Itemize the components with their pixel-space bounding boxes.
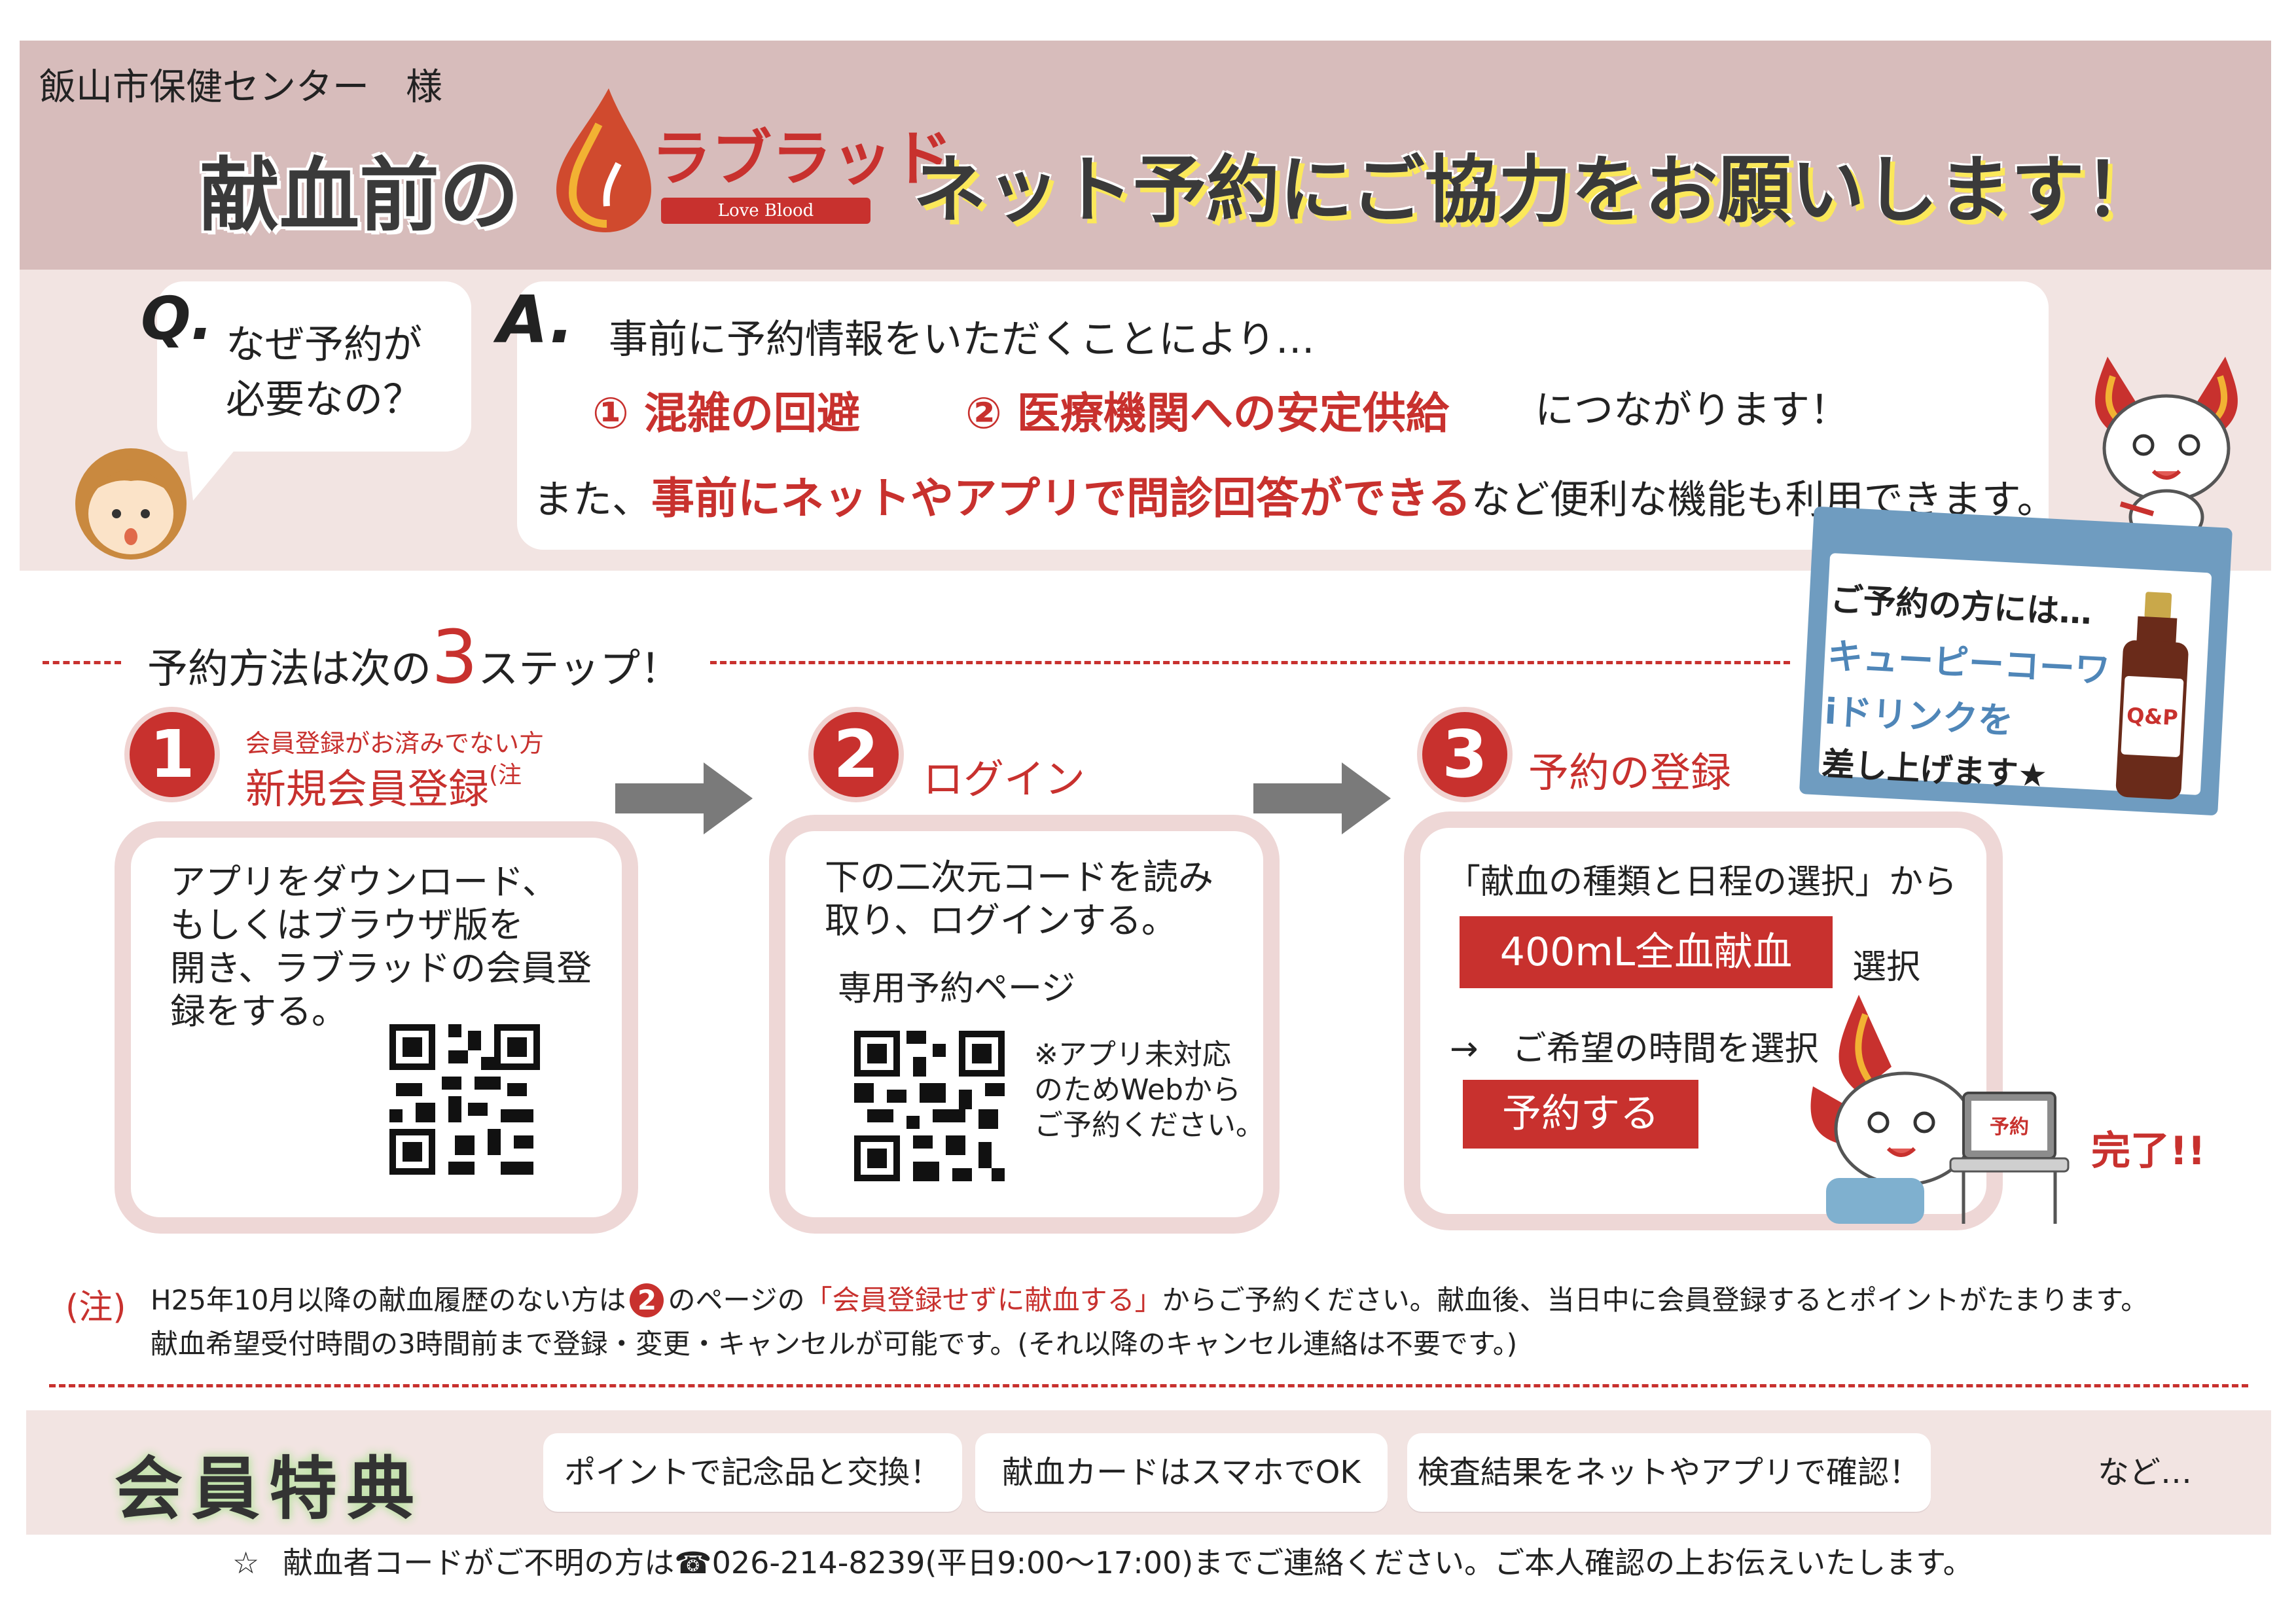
benefit-item: 検査結果をネットやアプリで確認！ [1407, 1433, 1931, 1512]
step1-title: 新規会員登録(注 [245, 756, 522, 815]
step2-note-line: ※アプリ未対応 [1034, 1038, 1231, 1071]
step1-body-line: 開き、ラブラッドの会員登 [170, 948, 592, 989]
benefit-item: ポイントで記念品と交換！ [543, 1433, 962, 1512]
question-bubble [157, 281, 471, 452]
step2-note-line: のためWebから [1034, 1073, 1241, 1107]
note-line1-c: からご予約ください。献血後、当日中に会員登録するとポイントがたまります。 [1162, 1284, 2149, 1316]
step3-title: 予約の登録 [1528, 749, 1732, 796]
girl-avatar-icon [75, 448, 187, 560]
blood-drop-icon [556, 88, 651, 232]
step1-body-line: アプリをダウンロード、 [170, 861, 558, 902]
drink-bottle-icon: Q&P [2112, 590, 2195, 803]
step2-body: 下の二次元コードを読み 取り、ログインする。 [825, 856, 1213, 942]
note-dash [49, 1384, 2248, 1387]
answer-line3-prefix: また、 [533, 477, 651, 523]
step1-number: 1 [124, 707, 220, 802]
blood-type-select[interactable]: 400mL全血献血 [1460, 916, 1833, 988]
step-arrow-icon [615, 762, 753, 834]
footer-line: ☆ 献血者コードがご不明の方は☎026-214-8239(平日9:00～17:00… [232, 1539, 1973, 1582]
steps-heading-suffix: ステップ！ [478, 645, 681, 692]
header-band [20, 41, 2271, 270]
note-step-number: 2 [630, 1283, 664, 1317]
step3-number: 3 [1417, 707, 1513, 802]
answer-point1: ① 混雑の回避 [592, 388, 860, 438]
steps-dash-right [710, 661, 1790, 664]
q-mark: Q. [141, 285, 213, 353]
answer-intro: 事前に予約情報をいただくことにより… [609, 317, 1315, 363]
steps-heading-prefix: 予約方法は次の [147, 645, 432, 692]
lovblood-logo: ラブラッド Love Blood [547, 85, 952, 236]
done-text: 完了!! [2091, 1128, 2206, 1174]
step2-qr-code-icon[interactable] [841, 1018, 1018, 1194]
step1-body-line: もしくはブラウザ版を [170, 904, 524, 946]
step1-body: アプリをダウンロード、 もしくはブラウザ版を 開き、ラブラッドの会員登 録をする… [170, 861, 592, 1033]
note-line2: 献血希望受付時間の3時間前まで登録・変更・キャンセルが可能です。(それ以降のキャ… [151, 1328, 1518, 1360]
step1-caption: 会員登録がお済みでない方 [245, 729, 545, 758]
a-mark: A. [497, 281, 575, 358]
laptop-label: 予約 [1990, 1116, 2029, 1139]
step2-body-line: 下の二次元コードを読み [825, 857, 1213, 898]
step2-note-line: ご予約ください。 [1034, 1109, 1265, 1142]
step2-note: ※アプリ未対応 のためWebから ご予約ください。 [1034, 1037, 1265, 1143]
step1-title-note: (注 [489, 762, 522, 789]
footer-star-icon: ☆ [232, 1545, 260, 1580]
footer-prefix: 献血者コードがご不明の方は [283, 1545, 675, 1580]
step-arrow-icon [1253, 762, 1391, 834]
step1-body-line: 録をする。 [170, 991, 347, 1032]
answer-point-suffix: につながります！ [1535, 387, 1849, 433]
question-bubble-tail [187, 445, 239, 501]
note-line1-b: のページの [668, 1284, 805, 1316]
select-suffix: 選択 [1852, 948, 1921, 987]
mascot-icon [2095, 357, 2238, 545]
steps-dash-left [43, 661, 121, 664]
steps-heading-number: 3 [431, 615, 478, 700]
question-text: なぜ予約が 必要なの？ [226, 317, 422, 427]
benefits-etc: など… [2098, 1454, 2193, 1491]
question-line1: なぜ予約が [226, 322, 422, 368]
logo-main: ラブラッド [651, 124, 953, 194]
reserve-button[interactable]: 予約する [1463, 1080, 1698, 1149]
step2-title: ログイン [923, 755, 1086, 803]
step2-body-line: 取り、ログインする。 [825, 900, 1177, 941]
step2-number: 2 [808, 707, 904, 802]
answer-line3: また、事前にネットやアプリで問診回答ができるなど便利な機能も利用できます。 [533, 463, 2056, 526]
time-select-line: → ご希望の時間を選択 [1450, 1029, 1819, 1069]
benefit-item: 献血カードはスマホでOK [975, 1433, 1388, 1512]
step2-sub-label: 専用予約ページ [838, 969, 1075, 1008]
bottle-label: Q&P [2126, 702, 2179, 730]
answer-bubble [517, 281, 2049, 550]
steps-heading: 予約方法は次の3ステップ！ [147, 615, 681, 700]
note-mark: (注) [65, 1288, 126, 1327]
footer-rest: 026-214-8239(平日9:00～17:00)までご連絡ください。ご本人確… [711, 1545, 1973, 1580]
title-right: ネット予約にご協力をお願いします！ [913, 148, 2158, 233]
answer-line3-highlight: 事前にネットやアプリで問診回答ができる [651, 473, 1471, 524]
phone-icon: ☎ [674, 1545, 712, 1580]
addressee: 飯山市保健センター 様 [39, 66, 442, 109]
step3-body: 「献血の種類と日程の選択」から [1446, 863, 1958, 902]
answer-point2: ② 医療機関への安定供給 [965, 388, 1449, 438]
logo-sub: Love Blood [661, 198, 870, 224]
note-line1-quote: 「会員登録せずに献血する」 [804, 1284, 1162, 1316]
mascot-laptop-icon: 予約 [1810, 995, 2070, 1224]
step1-title-text: 新規会員登録 [245, 765, 490, 813]
title-left: 献血前の [200, 149, 519, 242]
step1-qr-code-icon[interactable] [376, 1011, 553, 1188]
question-line2: 必要なの？ [226, 377, 422, 423]
benefits-title: 会員特典 [115, 1449, 424, 1529]
note-line1-a: H25年10月以降の献血履歴のない方は [151, 1284, 626, 1316]
